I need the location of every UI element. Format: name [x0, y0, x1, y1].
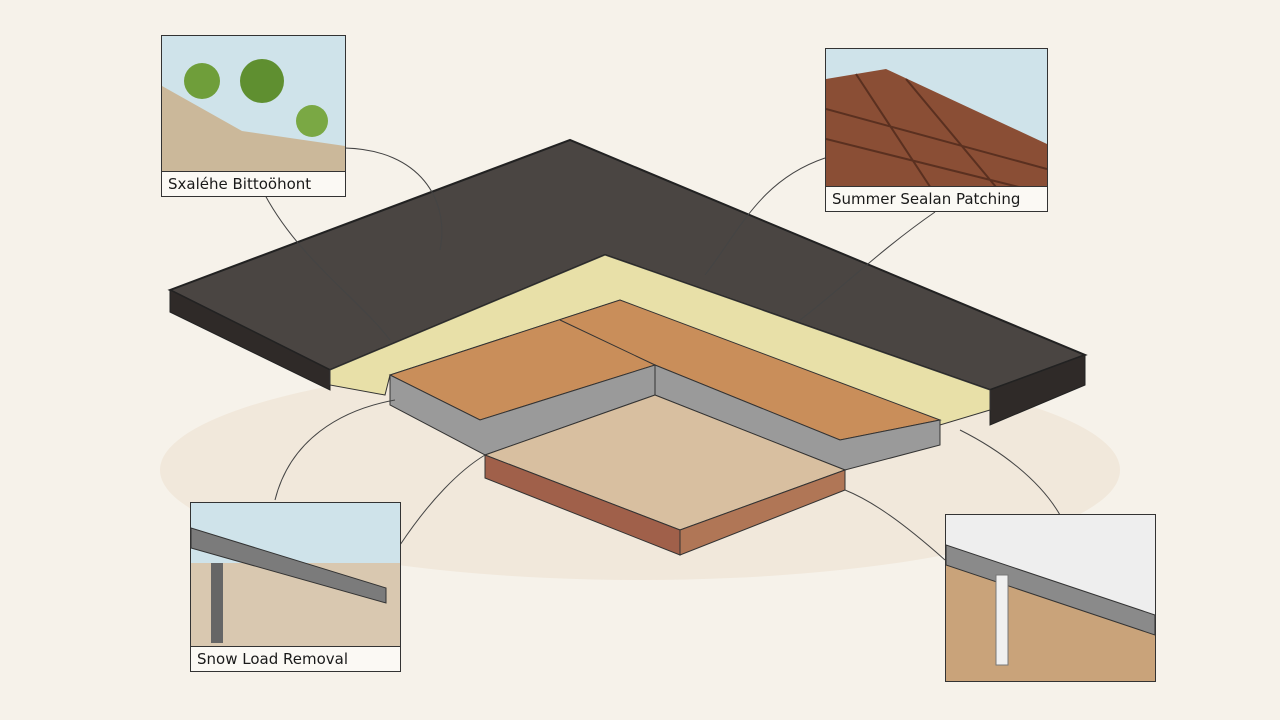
leader-lines [264, 147, 1061, 561]
callout-label-bottom-left: Snow Load Removal [191, 646, 400, 671]
decking-seam [559, 319, 656, 366]
gutter-snow-image [946, 515, 1155, 681]
hillside-soil-image [162, 36, 345, 196]
callout-bottom-left: Snow Load Removal [190, 502, 401, 672]
membrane-edge-right [989, 354, 1086, 426]
membrane-edge-left [169, 289, 331, 391]
roof-tiles-image [826, 49, 1047, 211]
callout-top-left: Sxaléhe Bittoöhont [161, 35, 346, 197]
callout-top-right: Summer Sealan Patching [825, 48, 1048, 212]
callout-label-top-right: Summer Sealan Patching [826, 186, 1047, 211]
callout-label-top-left: Sxaléhe Bittoöhont [162, 171, 345, 196]
callout-bottom-right [945, 514, 1156, 682]
